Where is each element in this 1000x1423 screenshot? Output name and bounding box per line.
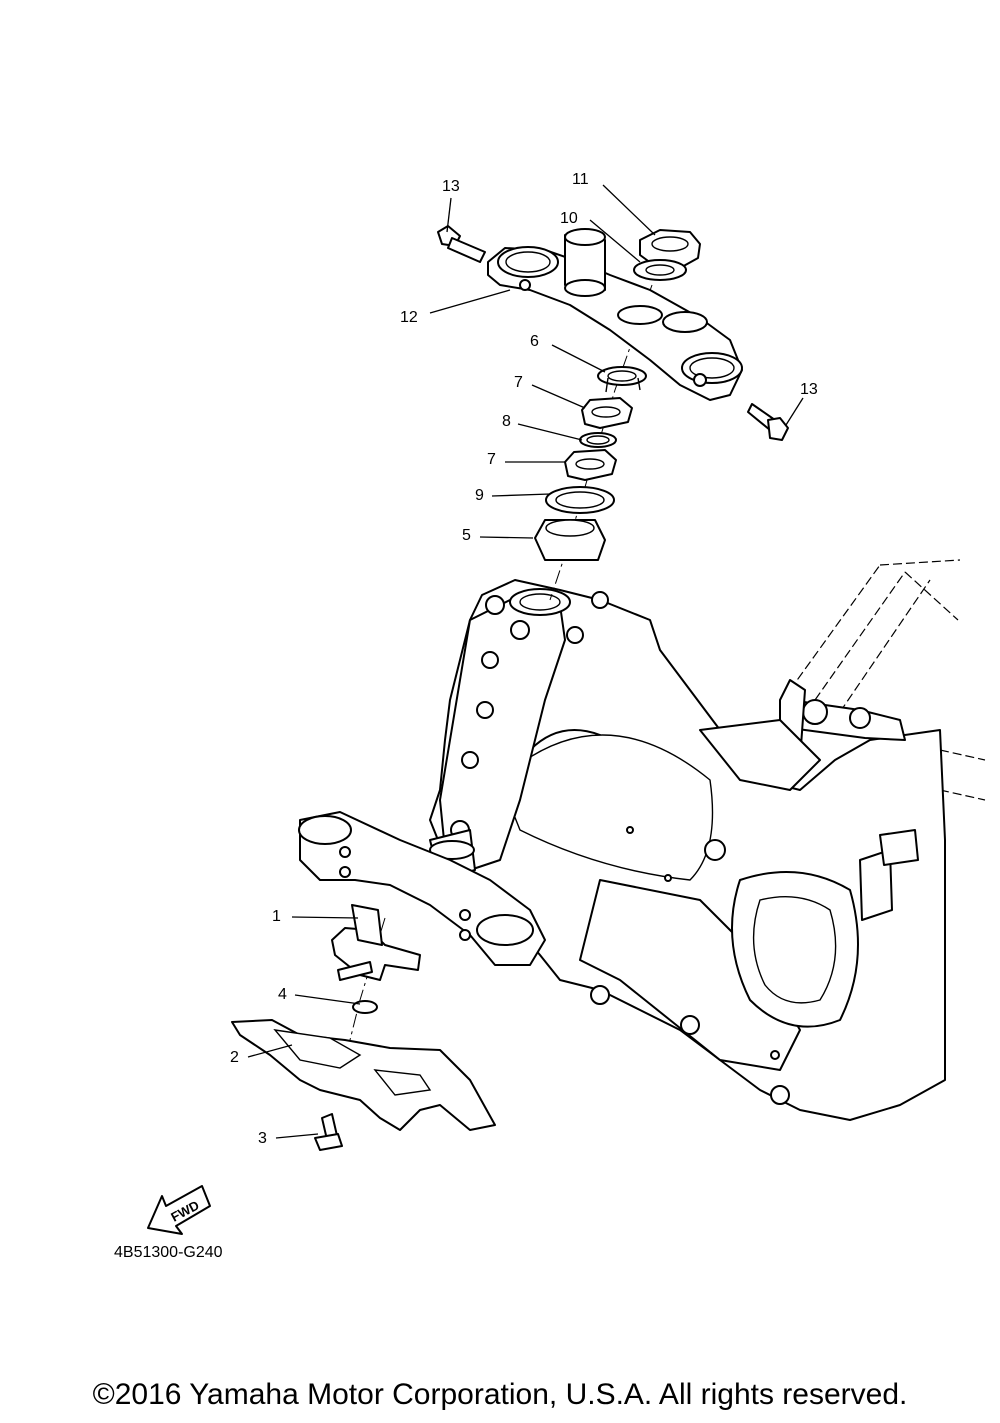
plate-part-2 xyxy=(231,1019,496,1131)
callout-1: 1 xyxy=(272,908,281,925)
lock-washer xyxy=(597,366,647,393)
bolt-part-3 xyxy=(314,1113,343,1151)
bolt-lower-right xyxy=(747,403,789,441)
drawing-code: 4B51300-G240 xyxy=(114,1244,223,1261)
upper-bracket xyxy=(487,228,743,401)
callout-2: 2 xyxy=(230,1049,239,1066)
callout-numbers: 13 11 10 12 6 13 7 8 7 9 5 1 4 2 3 xyxy=(230,171,818,1147)
ring-nut-upper xyxy=(581,397,633,429)
callout-6: 6 xyxy=(530,333,539,350)
callout-7-lower: 7 xyxy=(487,451,496,468)
rubber-washer xyxy=(579,432,617,448)
washer xyxy=(633,259,687,281)
frame-assembly xyxy=(298,559,986,1121)
callout-8: 8 xyxy=(502,413,511,430)
bracket-part-1 xyxy=(331,904,421,981)
callout-7-upper: 7 xyxy=(514,374,523,391)
bearing xyxy=(534,519,606,561)
callout-4: 4 xyxy=(278,986,287,1003)
bolt-upper-left xyxy=(437,225,486,263)
callout-13-upper: 13 xyxy=(442,178,460,195)
copyright-notice: ©2016 Yamaha Motor Corporation, U.S.A. A… xyxy=(92,1378,908,1411)
callout-3: 3 xyxy=(258,1130,267,1147)
callout-5: 5 xyxy=(462,527,471,544)
collar-part-4 xyxy=(352,1000,378,1014)
callout-10: 10 xyxy=(560,210,578,227)
leader-lines xyxy=(247,184,804,1139)
callout-9: 9 xyxy=(475,487,484,504)
fwd-direction-arrow: FWD xyxy=(147,1185,211,1235)
callout-11: 11 xyxy=(572,171,589,188)
ring-nut-lower xyxy=(564,449,617,481)
callout-12: 12 xyxy=(400,309,418,326)
callout-13-lower: 13 xyxy=(800,381,818,398)
dust-seal xyxy=(545,486,615,514)
